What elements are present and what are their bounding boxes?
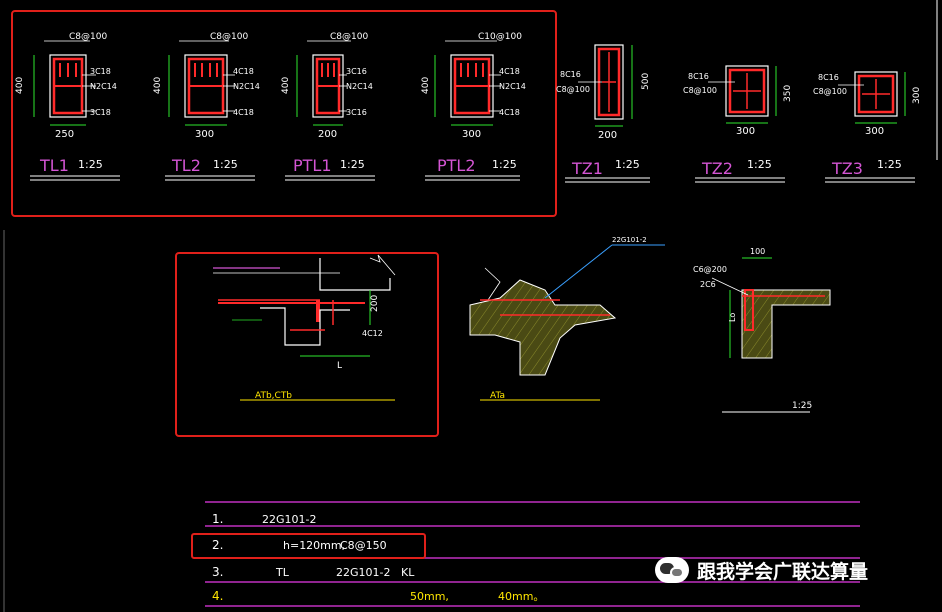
TL1-name: TL1 — [39, 156, 69, 175]
watermark: 跟我学会广联达算量 — [655, 553, 868, 587]
note-2-index: 2. — [212, 538, 223, 552]
PTL2-stirrup: C10@100 — [478, 32, 522, 42]
TL1-height: 400 — [15, 77, 25, 94]
PTL2-name: PTL2 — [437, 156, 476, 175]
TZ1-stirrup: C8@100 — [556, 85, 590, 94]
detail-a-drawing — [213, 254, 396, 401]
TL2-scale: 1:25 — [213, 158, 238, 171]
detail-c-drawing — [711, 257, 831, 413]
TZ1-height: 500 — [641, 73, 651, 90]
TZ2-width: 300 — [736, 126, 755, 137]
TL2-name: TL2 — [171, 156, 201, 175]
section-TL2 — [168, 40, 235, 126]
TZ3-name: TZ3 — [831, 159, 863, 178]
TZ1-bars: 8C16 — [560, 70, 581, 79]
section-PTL2 — [434, 40, 501, 126]
detail-a-caption: ATb,CTb — [255, 391, 292, 401]
PTL2-side-bars: N2C14 — [499, 82, 526, 91]
PTL2-width: 300 — [462, 129, 481, 140]
detail-b-drawing — [469, 244, 665, 401]
TZ1-scale: 1:25 — [615, 158, 640, 171]
note-4-index: 4. — [212, 589, 223, 603]
TZ2-bars: 8C16 — [688, 72, 709, 81]
PTL1-scale: 1:25 — [340, 158, 365, 171]
detail-b-caption: ATa — [490, 391, 505, 401]
TZ3-bars: 8C16 — [818, 73, 839, 82]
detail-c-dim-100: 100 — [750, 247, 765, 256]
section-PTL1 — [296, 40, 351, 126]
PTL2-height: 400 — [421, 77, 431, 94]
PTL2-bottom-bars: 4C18 — [499, 108, 520, 117]
TL1-side-bars: N2C14 — [90, 82, 117, 91]
note-4-value2: 40mm。 — [498, 590, 544, 603]
TZ3-width: 300 — [865, 126, 884, 137]
TL2-stirrup: C8@100 — [210, 32, 248, 42]
wechat-icon — [655, 557, 689, 583]
note-1-index: 1. — [212, 512, 223, 526]
highlight-box-beams — [11, 10, 557, 217]
column-TZ1 — [578, 44, 633, 127]
highlight-box-detail-a — [175, 252, 439, 437]
highlight-box-note-2 — [191, 533, 426, 559]
detail-c-bars: 2C6 — [700, 280, 716, 289]
PTL1-side-bars: N2C14 — [346, 82, 373, 91]
PTL1-width: 200 — [318, 129, 337, 140]
TZ3-stirrup: C8@100 — [813, 87, 847, 96]
PTL2-top-bars: 4C18 — [499, 67, 520, 76]
note-3-end: KL — [401, 566, 415, 579]
PTL1-top-bars: 3C16 — [346, 67, 367, 76]
watermark-text: 跟我学会广联达算量 — [697, 560, 869, 583]
note-2-rebar: C8@150 — [340, 539, 387, 552]
note-3-ref2: 22G101-2 — [336, 566, 390, 579]
TZ1-name: TZ1 — [571, 159, 603, 178]
TL1-top-bars: 3C18 — [90, 67, 111, 76]
TZ3-scale: 1:25 — [877, 158, 902, 171]
column-TZ3 — [838, 71, 906, 124]
TL2-width: 300 — [195, 129, 214, 140]
detail-a-dim-200: 200 — [370, 295, 380, 312]
TL2-top-bars: 4C18 — [233, 67, 254, 76]
TZ3-height: 300 — [912, 87, 922, 104]
note-1-ref: 22G101-2 — [262, 513, 316, 526]
detail-b-leader: 22G101-2 — [612, 236, 647, 244]
note-4-value: 50mm, — [410, 590, 449, 603]
TL1-scale: 1:25 — [78, 158, 103, 171]
PTL2-scale: 1:25 — [492, 158, 517, 171]
note-2-thickness: h=120mm, — [283, 539, 345, 552]
column-TZ2 — [708, 65, 777, 124]
detail-c-scale: 1:25 — [792, 401, 812, 411]
TL2-side-bars: N2C14 — [233, 82, 260, 91]
TZ2-scale: 1:25 — [747, 158, 772, 171]
detail-a-L: L — [337, 361, 342, 371]
TL1-stirrup: C8@100 — [69, 32, 107, 42]
TL2-bottom-bars: 4C18 — [233, 108, 254, 117]
note-3-index: 3. — [212, 565, 223, 579]
detail-c-Lo: Lo — [728, 313, 737, 322]
note-3-ref: TL — [275, 566, 290, 579]
TL2-height: 400 — [153, 77, 163, 94]
TZ1-width: 200 — [598, 130, 617, 141]
TL1-bottom-bars: 3C18 — [90, 108, 111, 117]
TZ2-height: 350 — [783, 85, 793, 102]
PTL1-name: PTL1 — [293, 156, 332, 175]
TZ2-name: TZ2 — [701, 159, 733, 178]
PTL1-stirrup: C8@100 — [330, 32, 368, 42]
TZ2-stirrup: C8@100 — [683, 86, 717, 95]
detail-c-stirrup: C6@200 — [693, 265, 727, 274]
TL1-width: 250 — [55, 129, 74, 140]
detail-a-rebar: 4C12 — [362, 329, 383, 338]
PTL1-bottom-bars: 3C16 — [346, 108, 367, 117]
section-TL1 — [33, 40, 96, 126]
PTL1-height: 400 — [281, 77, 291, 94]
